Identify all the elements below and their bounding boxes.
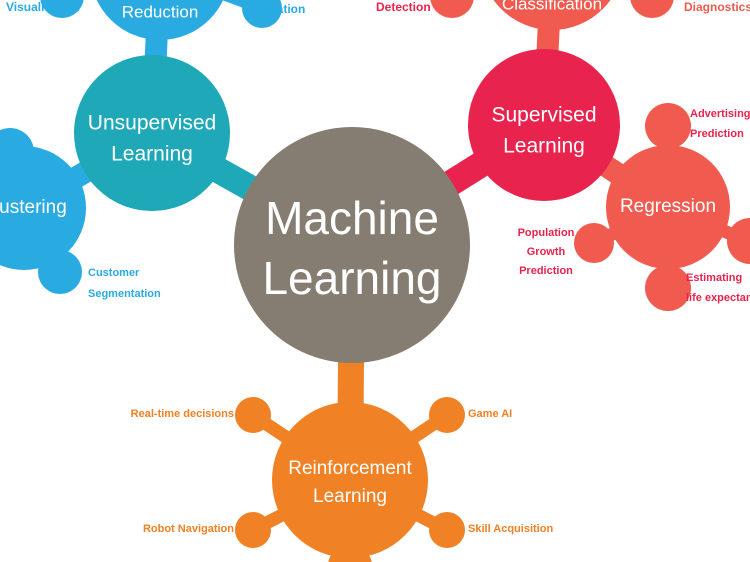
label-visualisation: Visualisation bbox=[6, 0, 80, 14]
label-customer-segmentation-line2: Segmentation bbox=[88, 288, 161, 300]
label-regression: Regression bbox=[620, 196, 716, 217]
label-customer-segmentation-line1: Customer bbox=[88, 267, 140, 279]
label-advertising-popularity-line2: Prediction bbox=[690, 128, 744, 140]
label-supervised-learning-line2: Learning bbox=[503, 135, 585, 158]
label-elicitation: Elicitation bbox=[248, 2, 305, 16]
label-classification: Classification bbox=[502, 0, 602, 13]
label-real-time-decisions: Real-time decisions bbox=[131, 408, 234, 420]
node-life-expectancy[interactable] bbox=[645, 265, 691, 311]
label-population-growth-line3: Prediction bbox=[519, 265, 573, 277]
node-unsupervised-learning[interactable] bbox=[74, 55, 230, 211]
label-game-ai: Game AI bbox=[468, 408, 512, 420]
label-population-growth-line1: Population bbox=[518, 227, 575, 239]
label-estimating-life-expectancy-line1: Estimating bbox=[686, 272, 742, 284]
node-real-time-decisions[interactable] bbox=[235, 397, 271, 433]
label-diagnostics: Diagnostics bbox=[684, 0, 750, 14]
node-reinforcement-learning[interactable] bbox=[272, 402, 428, 558]
node-structure-discovery[interactable] bbox=[40, 0, 84, 18]
label-reinforcement-learning-line2: Learning bbox=[313, 486, 387, 507]
label-skill-acquisition: Skill Acquisition bbox=[468, 523, 553, 535]
label-detection: Detection bbox=[376, 0, 431, 14]
node-population-growth[interactable] bbox=[574, 223, 614, 263]
node-machine-learning-group[interactable]: Machine Learning bbox=[234, 127, 470, 363]
label-advertising-popularity-line1: Advertising Popularity bbox=[690, 108, 750, 120]
node-machine-learning[interactable] bbox=[234, 127, 470, 363]
label-clustering: Clustering bbox=[0, 197, 67, 218]
node-diagnostics[interactable] bbox=[630, 0, 674, 18]
label-machine-learning-line1: Machine bbox=[265, 192, 439, 244]
label-machine-learning-line2: Learning bbox=[262, 252, 441, 304]
branch-unsupervised[interactable]: Reduction Clustering Unsupervised Learni… bbox=[0, 0, 359, 300]
label-reinforcement-learning-line1: Reinforcement bbox=[288, 458, 412, 479]
label-population-growth-line2: Growth bbox=[527, 246, 566, 258]
node-supervised-learning[interactable] bbox=[468, 49, 620, 201]
node-game-ai[interactable] bbox=[429, 397, 465, 433]
node-skill-acquisition[interactable] bbox=[429, 512, 465, 548]
node-clustering[interactable] bbox=[0, 146, 86, 270]
node-advertising-popularity[interactable] bbox=[645, 103, 691, 149]
node-recommender-systems[interactable] bbox=[242, 0, 282, 28]
label-unsupervised-learning-line2: Learning bbox=[111, 143, 193, 166]
node-classification[interactable] bbox=[480, 0, 624, 30]
node-market-forecasting[interactable] bbox=[727, 218, 750, 264]
node-detection[interactable] bbox=[430, 0, 474, 18]
node-regression[interactable] bbox=[606, 145, 730, 269]
label-dimensionality-reduction: Reduction bbox=[122, 2, 199, 21]
label-unsupervised-learning-line1: Unsupervised bbox=[88, 112, 216, 135]
label-estimating-life-expectancy-line2: life expectancy bbox=[686, 292, 750, 304]
label-robot-navigation: Robot Navigation bbox=[143, 523, 234, 535]
label-supervised-learning-line1: Supervised bbox=[491, 104, 596, 127]
node-dimensionality-reduction[interactable] bbox=[90, 0, 230, 40]
node-robot-navigation[interactable] bbox=[235, 512, 271, 548]
